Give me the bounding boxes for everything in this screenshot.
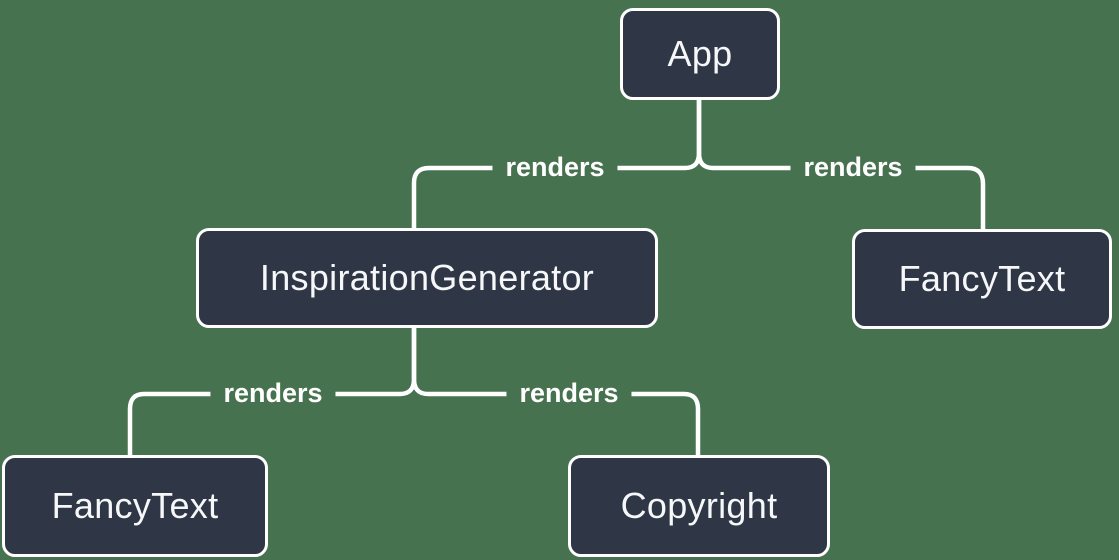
node-inspiration-generator: InspirationGenerator xyxy=(196,228,658,328)
node-fancy-text-left: FancyText xyxy=(2,455,268,557)
node-inspiration-generator-label: InspirationGenerator xyxy=(259,257,595,298)
node-fancy-text-right-label: FancyText xyxy=(898,258,1066,299)
node-fancy-text-right: FancyText xyxy=(852,229,1112,329)
node-copyright: Copyright xyxy=(568,455,830,557)
edge-label-inspirationgenerator-fancytext: renders xyxy=(210,378,336,410)
edge-label-inspirationgenerator-copyright: renders xyxy=(506,378,632,410)
node-fancy-text-left-label: FancyText xyxy=(51,485,219,526)
node-app-label: App xyxy=(667,33,733,74)
node-copyright-label: Copyright xyxy=(620,485,778,526)
edge-label-app-inspirationgenerator: renders xyxy=(492,152,618,184)
edge-label-app-fancytext: renders xyxy=(790,152,916,184)
node-app: App xyxy=(620,8,780,100)
